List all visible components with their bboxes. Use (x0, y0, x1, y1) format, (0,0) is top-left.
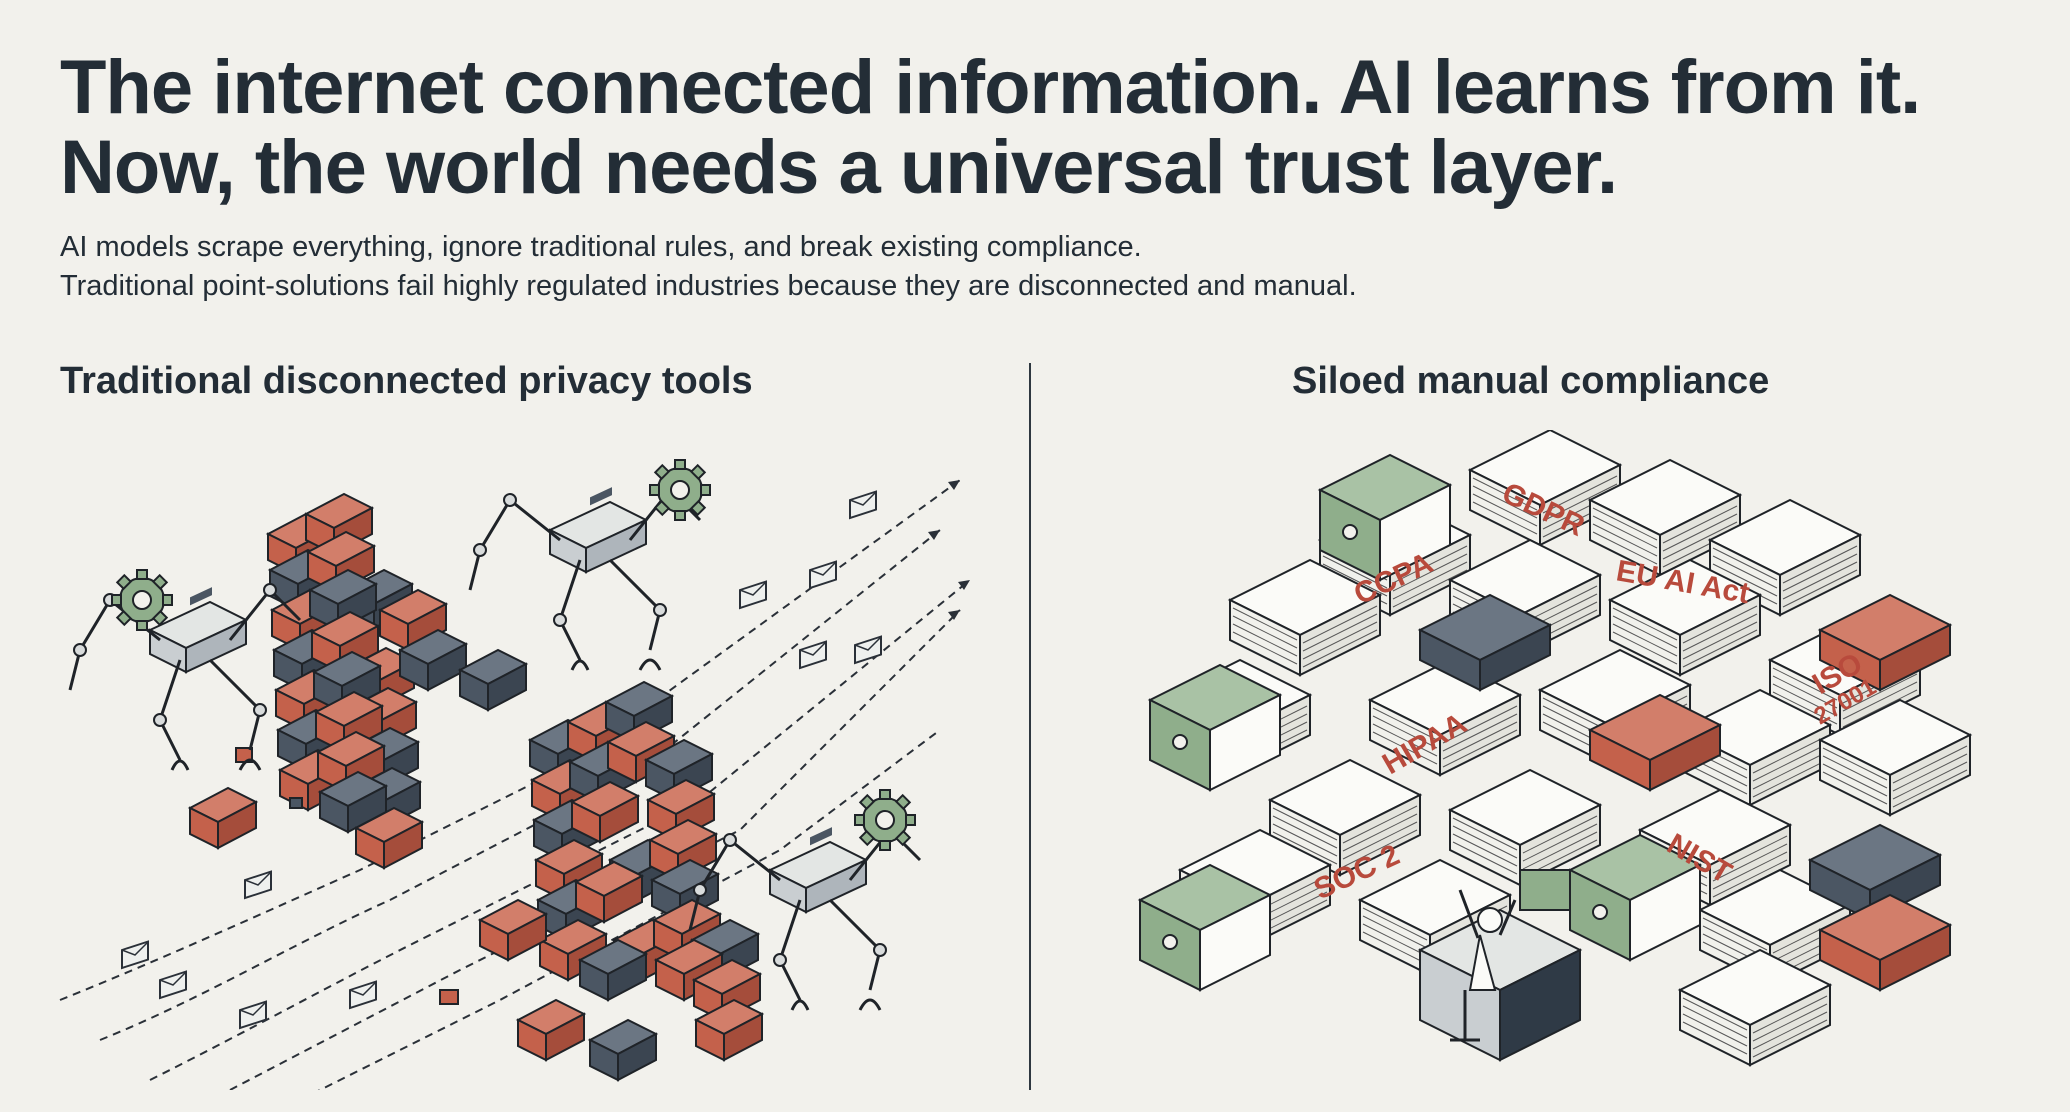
left-section-title: Traditional disconnected privacy tools (60, 360, 753, 402)
right-section-title: Siloed manual compliance (1292, 360, 1770, 402)
subtext-line-1: AI models scrape everything, ignore trad… (60, 231, 1142, 263)
person-at-desk-icon (1417, 869, 1583, 1062)
data-stream-lines (59, 479, 971, 1101)
compliance-pile-illustration: GDPR CCPA EU AI Act ISO 27001 HIPAA SOC … (1139, 429, 1971, 1066)
broken-wall-illustration (59, 459, 971, 1101)
brick-wall-left (267, 493, 527, 869)
section-divider (1029, 363, 1031, 1090)
headline-line-2: Now, the world needs a universal trust l… (60, 125, 1618, 210)
right-illustration: GDPR CCPA EU AI Act ISO 27001 HIPAA SOC … (1120, 429, 1980, 1080)
left-illustration (40, 440, 1000, 1101)
subtext-line-2: Traditional point-solutions fail highly … (60, 270, 1357, 302)
headline-line-1: The internet connected information. AI l… (60, 45, 1921, 130)
headline: The internet connected information. AI l… (60, 48, 2020, 208)
subtext: AI models scrape everything, ignore trad… (60, 228, 1960, 306)
loose-bricks (189, 747, 657, 1081)
